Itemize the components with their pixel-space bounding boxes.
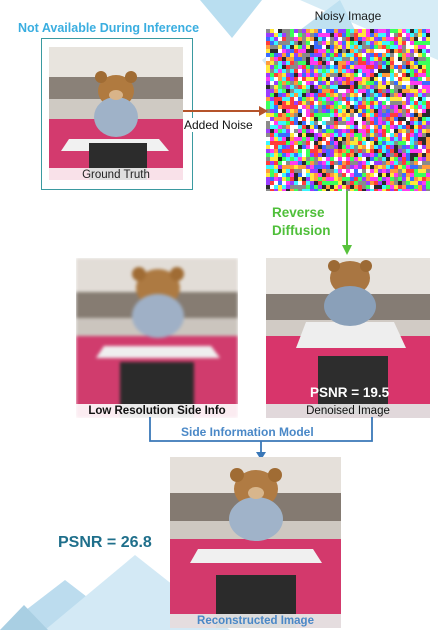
reconstructed-image-caption: Reconstructed Image — [170, 614, 341, 628]
psnr-denoised-label: PSNR = 19.5 — [310, 385, 390, 400]
top-triangle-light — [190, 0, 438, 60]
psnr-reconstructed-label: PSNR = 26.8 — [58, 534, 152, 551]
ground-truth-frame — [41, 38, 193, 190]
low-res-side-info-photo — [76, 258, 238, 418]
added-noise-arrow — [183, 106, 268, 116]
reverse-diffusion-arrow — [342, 191, 352, 255]
reverse-diffusion-label: Reverse Diffusion — [272, 204, 331, 240]
noisy-image — [266, 29, 430, 191]
ground-truth-caption: Ground Truth — [49, 168, 183, 182]
noisy-image-title: Noisy Image — [314, 9, 382, 23]
top-triangle-mid — [200, 0, 262, 38]
bottom-left-triangle-3 — [0, 605, 48, 630]
denoised-image-caption: Denoised Image — [266, 404, 430, 418]
not-available-label: Not Available During Inference — [18, 21, 200, 35]
reverse-diffusion-line-2: Diffusion — [272, 223, 331, 238]
side-information-model-label: Side Information Model — [178, 425, 317, 439]
reconstructed-image-photo — [170, 457, 341, 628]
low-res-side-info-caption: Low Resolution Side Info — [76, 404, 238, 418]
ground-truth-photo — [49, 47, 183, 180]
added-noise-label: Added Noise — [183, 118, 254, 132]
side-information-connector — [149, 417, 373, 460]
reverse-diffusion-line-1: Reverse — [272, 205, 325, 220]
